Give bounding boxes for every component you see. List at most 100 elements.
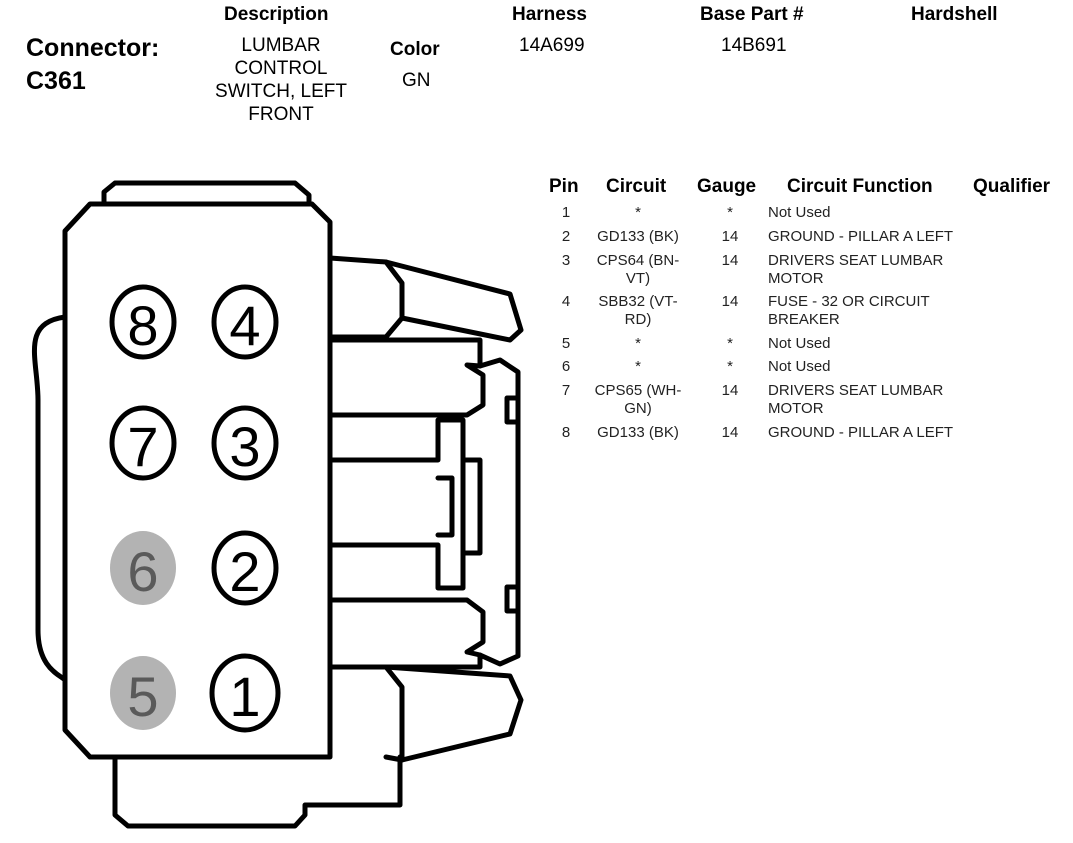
gauge: 14: [721, 293, 739, 310]
description-line: SWITCH, LEFT: [215, 81, 347, 102]
circuit: CPS65 (WH- GN): [588, 382, 688, 418]
top-latch: [101, 180, 312, 207]
circuit: CPS64 (BN- VT): [588, 252, 688, 288]
pin-number: 3: [229, 415, 260, 478]
lower-arm-tip: [383, 664, 524, 763]
pin-number: 7: [127, 415, 158, 478]
circuit-line: CPS65 (WH-: [594, 382, 682, 399]
pin-circle: [211, 284, 279, 360]
function-line: DRIVERS SEAT LUMBAR: [768, 382, 944, 399]
circuit: GD133 (BK): [588, 424, 688, 442]
circuit-line: VT): [625, 270, 651, 287]
column-header-qualifier: Qualifier: [973, 176, 1051, 197]
pin-number: 1: [229, 665, 260, 728]
mid-housing-bottom: [327, 597, 486, 658]
circuit-function: DRIVERS SEAT LUMBAR MOTOR: [768, 252, 978, 288]
pin-number: 2: [561, 228, 571, 245]
gauge: 14: [721, 382, 739, 399]
circuit-line: SBB32 (VT-: [598, 293, 678, 310]
pin-circle: [109, 405, 177, 481]
circuit-function: DRIVERS SEAT LUMBAR MOTOR: [768, 382, 978, 418]
function-line: GROUND - PILLAR A LEFT: [768, 228, 954, 245]
right-clip-top: [504, 395, 521, 425]
pin-circle: [110, 531, 176, 605]
description-line: LUMBAR: [241, 35, 321, 56]
pin-circle: [110, 656, 176, 730]
mid-housing-slot: [460, 457, 483, 556]
gauge: 14: [721, 252, 739, 269]
pin-2: 2: [211, 530, 279, 606]
description-header: Description: [224, 4, 329, 25]
function-line: Not Used: [768, 358, 831, 375]
upper-arm-tip: [383, 259, 524, 343]
column-header-pin: Pin: [549, 176, 579, 197]
description-value: LUMBAR CONTROL SWITCH, LEFT FRONT: [196, 34, 366, 126]
column-header-circuit-function: Circuit Function: [787, 176, 933, 197]
pin-number: 3: [561, 252, 571, 269]
circuit: *: [588, 204, 688, 222]
function-line: Not Used: [768, 335, 831, 352]
pin-circle: [211, 530, 279, 606]
function-line: FUSE - 32 OR CIRCUIT: [768, 293, 930, 310]
pin-number: 2: [229, 540, 260, 603]
gauge: 14: [721, 424, 739, 441]
mid-housing-center: [327, 417, 466, 591]
pin-number: 8: [127, 294, 158, 357]
pin-number: 8: [561, 424, 571, 441]
upper-arm: [327, 255, 405, 340]
pin-number: 1: [561, 204, 571, 221]
color-header: Color: [390, 39, 440, 60]
circuit-function: GROUND - PILLAR A LEFT: [768, 228, 978, 246]
column-header-gauge: Gauge: [697, 176, 757, 197]
function-line: DRIVERS SEAT LUMBAR: [768, 252, 944, 269]
pin-circle: [209, 653, 281, 733]
circuit-line: GD133 (BK): [597, 228, 679, 245]
description-line: FRONT: [248, 104, 314, 125]
pin-1: 1: [209, 653, 281, 733]
pin-4: 4: [211, 284, 279, 360]
right-clip-bottom: [504, 584, 521, 614]
gauge: *: [727, 358, 733, 375]
circuit: *: [588, 358, 688, 376]
circuit: GD133 (BK): [588, 228, 688, 246]
base-part-header: Base Part #: [700, 4, 804, 25]
pin-number: 5: [127, 665, 158, 728]
gauge: *: [727, 335, 733, 352]
gauge: *: [727, 204, 733, 221]
circuit-function: Not Used: [768, 358, 978, 376]
gauge: 14: [721, 228, 739, 245]
pin-7: 7: [109, 405, 177, 481]
bottom-latch: [112, 754, 403, 829]
pin-number: 4: [561, 293, 571, 310]
harness-header: Harness: [512, 4, 587, 25]
circuit-line: GN): [624, 400, 652, 417]
pin-circle: [109, 284, 177, 360]
base-part-value: 14B691: [721, 35, 787, 56]
description-line: CONTROL: [234, 58, 328, 79]
mid-housing-top: [327, 362, 486, 418]
column-header-circuit: Circuit: [606, 176, 667, 197]
circuit-function: FUSE - 32 OR CIRCUIT BREAKER: [768, 293, 978, 329]
circuit: *: [588, 335, 688, 353]
mid-housing-outer: [327, 337, 521, 670]
function-line: MOTOR: [768, 270, 824, 287]
connector-id: C361: [26, 67, 86, 95]
circuit-line: CPS64 (BN-: [596, 252, 680, 269]
circuit: SBB32 (VT- RD): [588, 293, 688, 329]
harness-value: 14A699: [519, 35, 585, 56]
circuit-line: *: [635, 335, 641, 352]
pin-number: 6: [127, 540, 158, 603]
pin-6: 6: [110, 531, 176, 605]
left-rib: [31, 314, 68, 683]
color-value: GN: [402, 70, 431, 91]
hardshell-header: Hardshell: [911, 4, 998, 25]
pin-number: 4: [229, 294, 260, 357]
function-line: BREAKER: [768, 311, 840, 328]
circuit-function: Not Used: [768, 204, 978, 222]
function-line: MOTOR: [768, 400, 824, 417]
function-line: GROUND - PILLAR A LEFT: [768, 424, 954, 441]
circuit-line: RD): [624, 311, 652, 328]
pin-number: 5: [561, 335, 571, 352]
